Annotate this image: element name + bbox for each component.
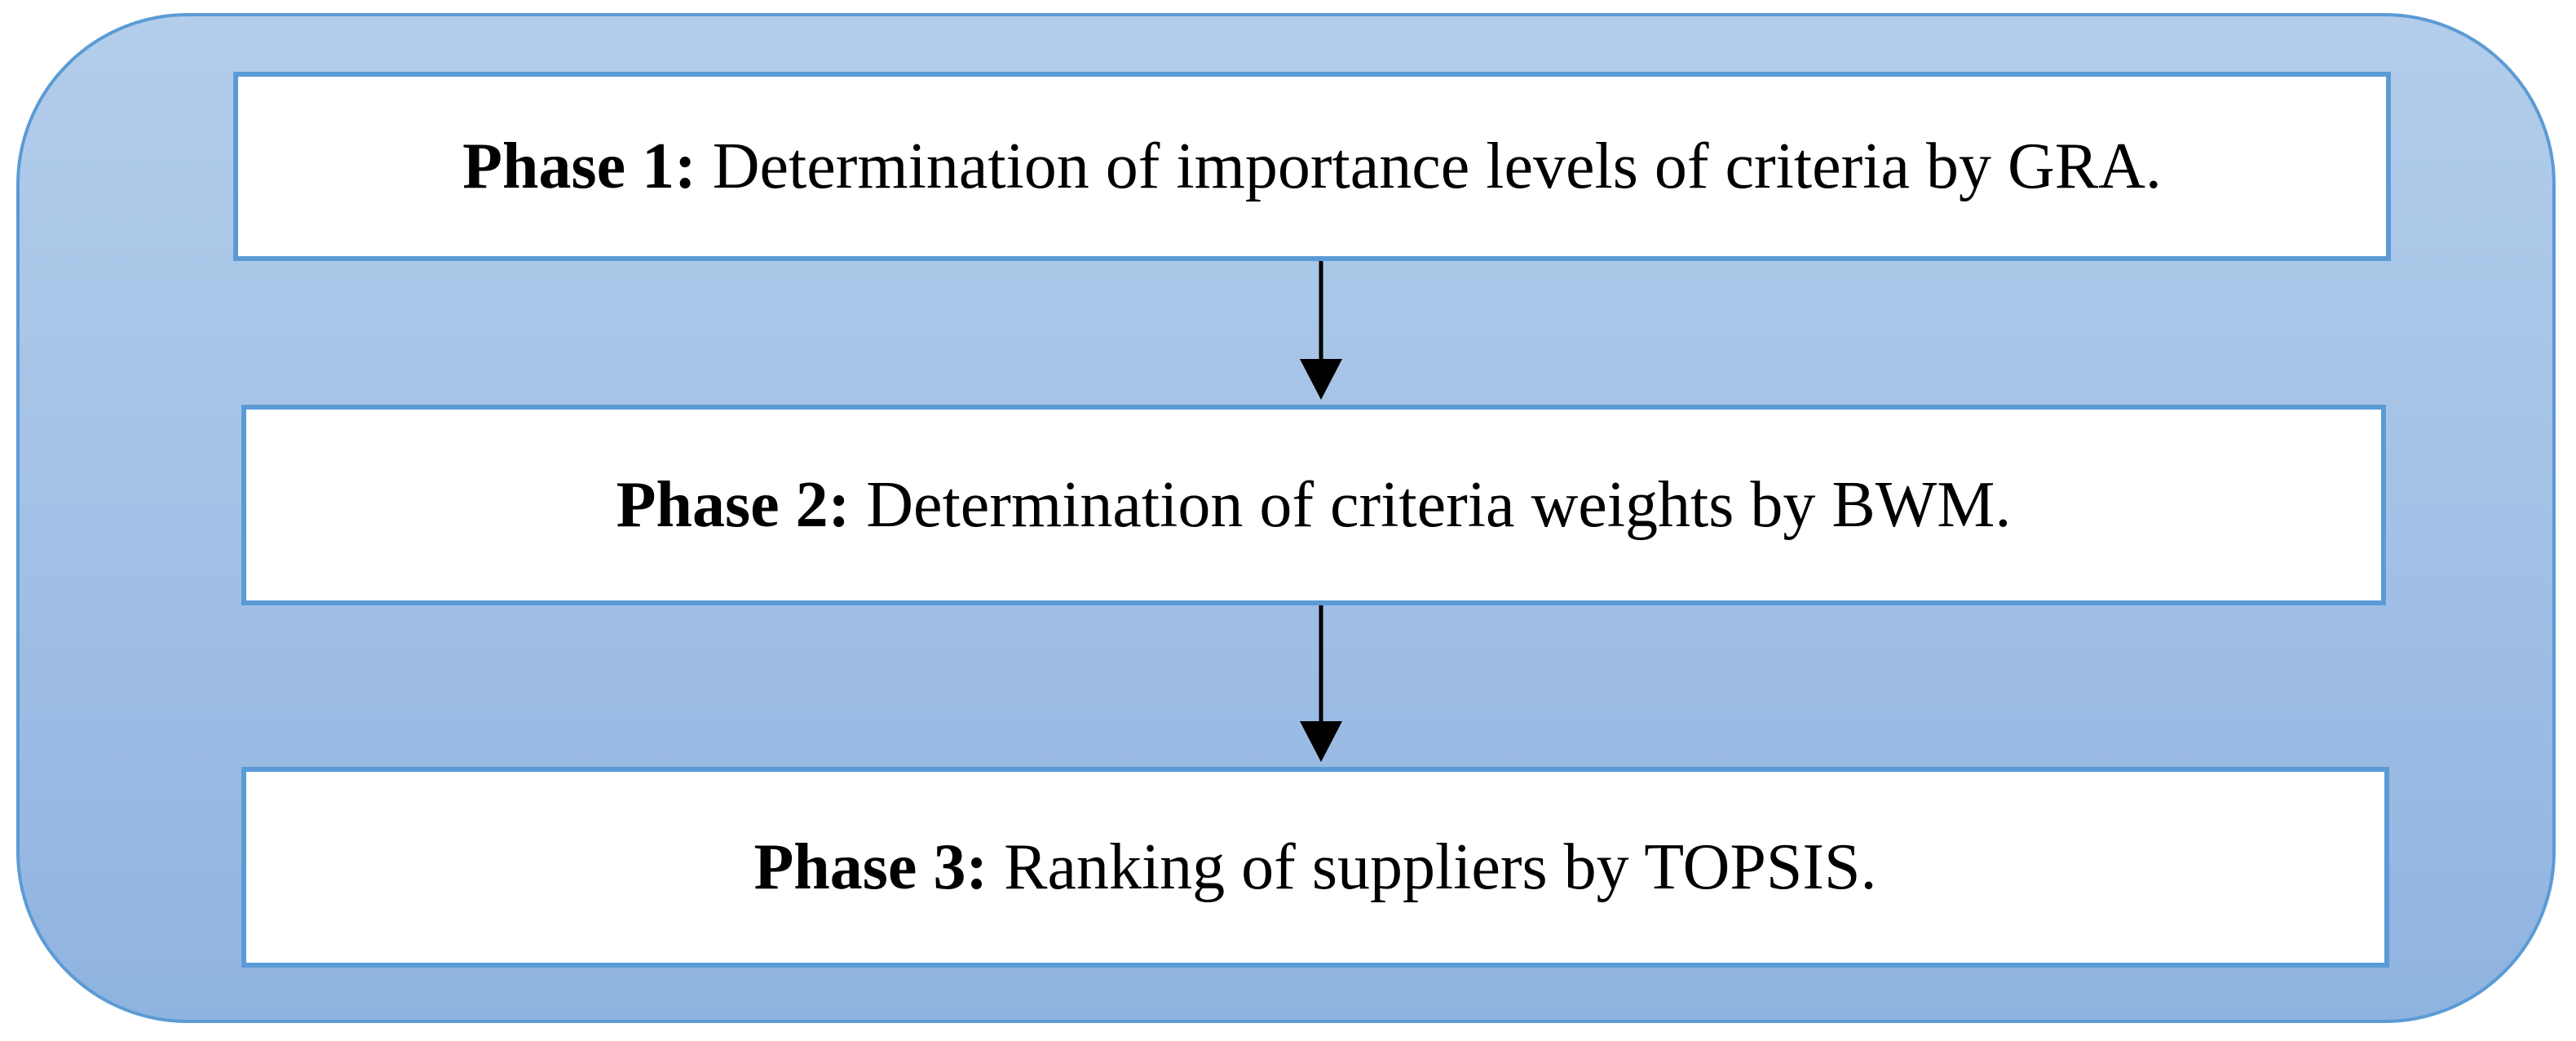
phase-2-text: Determination of criteria weights by BWM…	[866, 468, 2012, 541]
phase-2-box: Phase 2: Determination of criteria weigh…	[241, 405, 2386, 605]
phase-1-box: Phase 1: Determination of importance lev…	[233, 72, 2391, 261]
phase-3-box: Phase 3: Ranking of suppliers by TOPSIS.	[241, 767, 2389, 968]
phase-1-label: Phase 1:	[462, 130, 696, 202]
phase-3-text: Ranking of suppliers by TOPSIS.	[1004, 831, 1877, 903]
phase-3-label: Phase 3:	[753, 831, 988, 903]
phase-1-text: Determination of importance levels of cr…	[712, 130, 2162, 202]
phase-2-label: Phase 2:	[616, 468, 851, 541]
